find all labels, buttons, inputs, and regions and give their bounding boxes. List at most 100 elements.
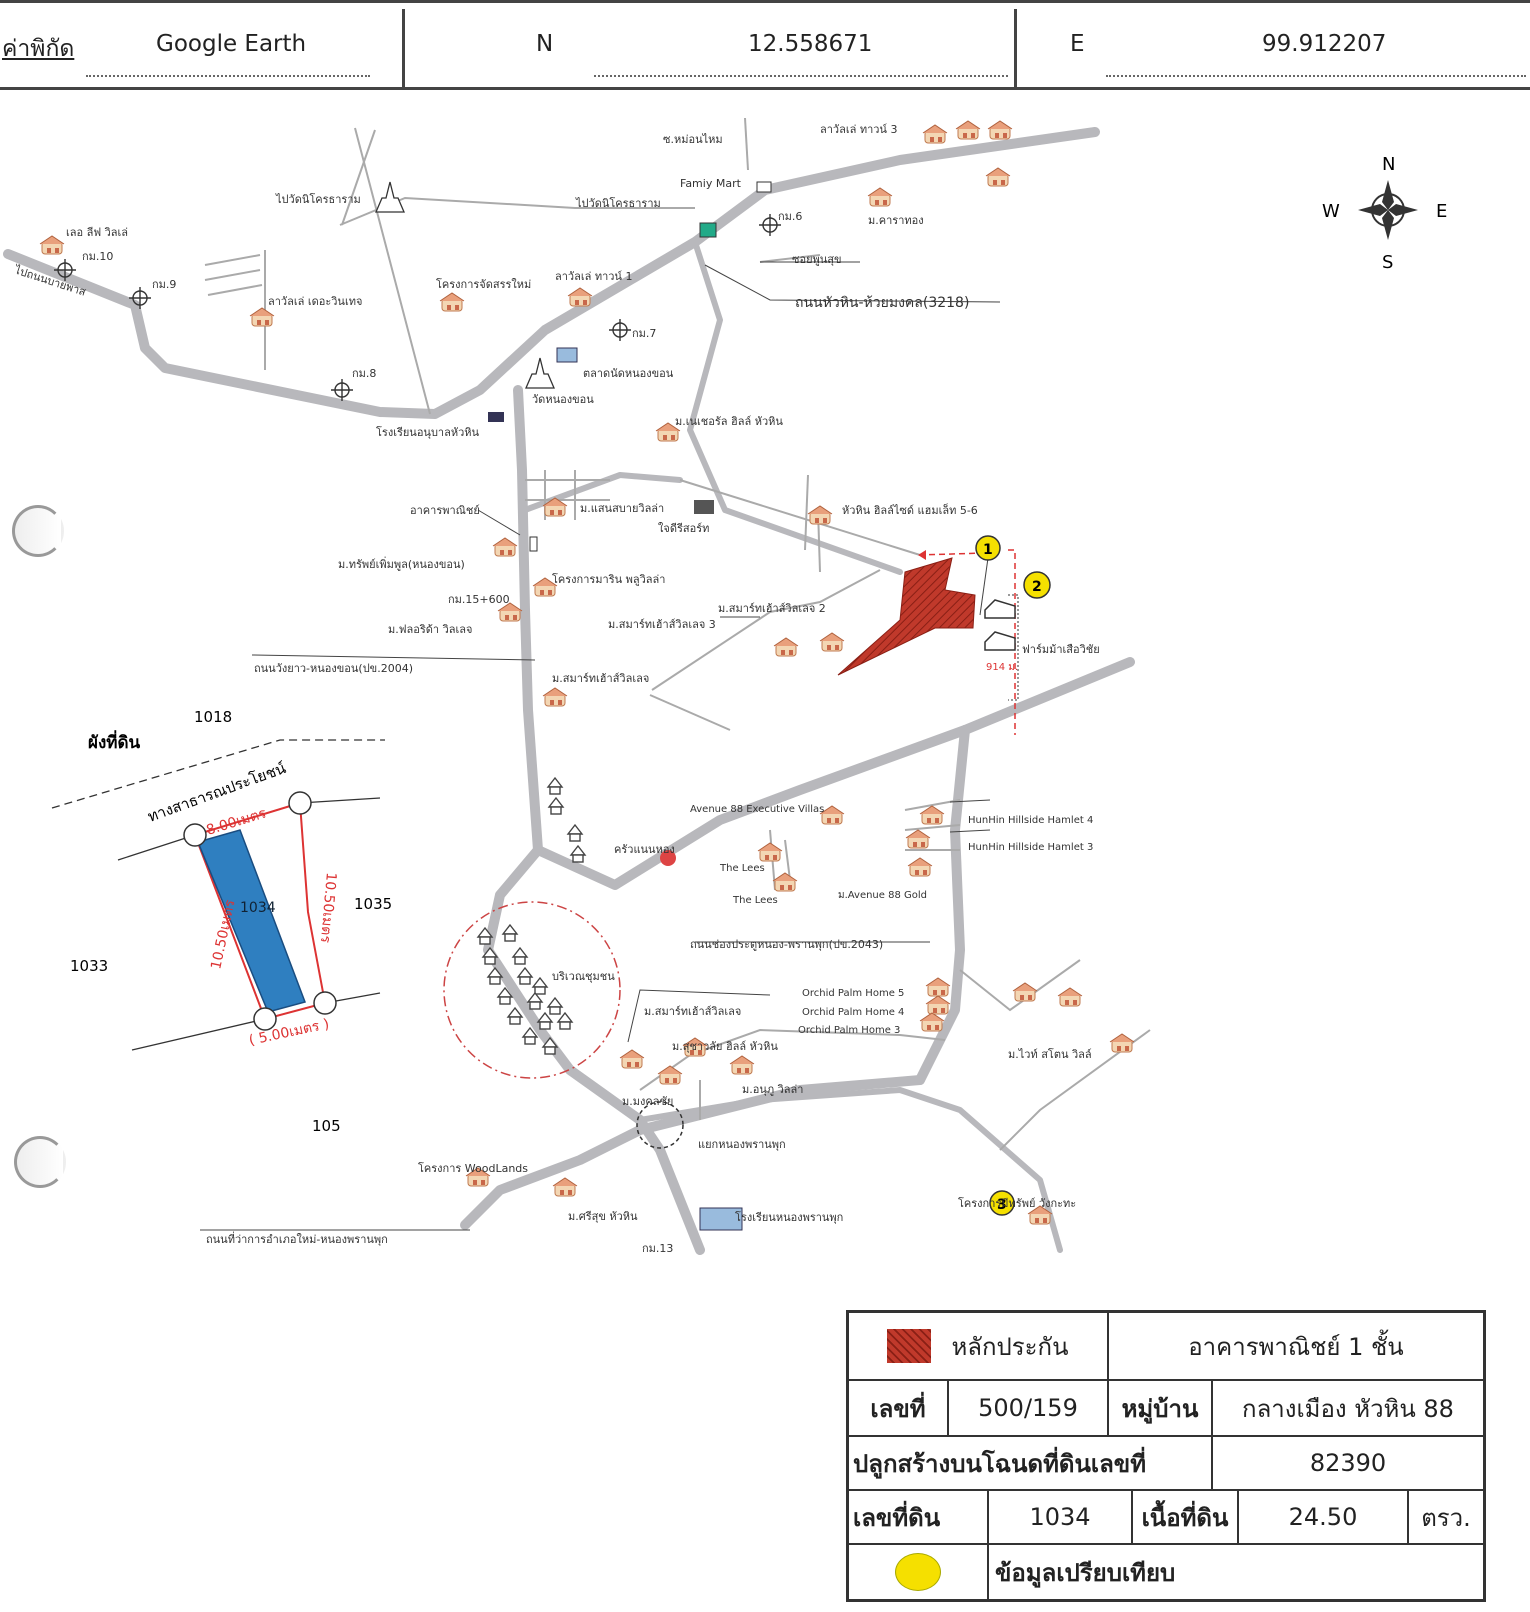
restaurant-icon bbox=[660, 850, 676, 866]
resort-icon bbox=[694, 500, 714, 514]
lane bbox=[649, 694, 731, 731]
label-marin: โครงการมาริน พลูวิลล่า bbox=[552, 572, 665, 586]
label-km6: กม.6 bbox=[778, 210, 802, 223]
shop-icon bbox=[756, 181, 772, 193]
leader-line bbox=[949, 829, 991, 833]
label-misap: โครงการมีทรัพย์ วังกะทะ bbox=[958, 1196, 1076, 1210]
marker-1: 1 bbox=[975, 535, 1001, 561]
plot-neighbor-1035: 1035 bbox=[354, 895, 392, 913]
label-avenue-gold: ม.Avenue 88 Gold bbox=[838, 890, 927, 901]
label-smart-b: ม.สมาร์ทเฮ้าส์วิลเลจ bbox=[644, 1005, 741, 1018]
temple-icon bbox=[525, 357, 555, 389]
label-laval-house3: ลาวัลเล่ ทาวน์ 3 bbox=[820, 123, 897, 136]
road-loop bbox=[687, 239, 903, 575]
collateral-label: หลักประกัน bbox=[951, 1332, 1069, 1361]
coord-source: Google Earth bbox=[156, 31, 307, 57]
lane bbox=[999, 1029, 1151, 1151]
label-le-leaf: เลอ ลีฟ วิลเล่ bbox=[66, 226, 128, 239]
label-road-2004: ถนนวังยาว-หนองขอน(ปข.2004) bbox=[254, 662, 413, 675]
label-pa-khao-2: ไปวัดนิโครธาราม bbox=[575, 196, 661, 210]
label-km13: กม.13 bbox=[642, 1242, 673, 1255]
arrow-head bbox=[918, 550, 926, 560]
school-flag-icon bbox=[488, 412, 504, 422]
building-type: อาคารพาณิชย์ 1 ชั้น bbox=[1109, 1313, 1483, 1381]
distance-label: 914 ม. bbox=[986, 662, 1018, 673]
leader-line bbox=[251, 654, 536, 661]
community-circle bbox=[443, 901, 621, 1079]
lane bbox=[804, 474, 809, 551]
label-avenue88: Avenue 88 Executive Villas bbox=[690, 804, 824, 815]
lane bbox=[959, 959, 1081, 1012]
road-2004 bbox=[522, 472, 683, 513]
compass-n: N bbox=[1382, 154, 1395, 175]
compass-s: S bbox=[1382, 252, 1393, 273]
label-florida: ม.ฟลอริด้า วิลเลจ bbox=[388, 623, 472, 636]
leader-line bbox=[477, 509, 521, 536]
plot-corner bbox=[313, 991, 337, 1015]
label-road-3218: ถนนหัวหิน-ห้วยมงคล(3218) bbox=[795, 295, 969, 311]
label-km7: กม.7 bbox=[632, 327, 656, 340]
deed-label: ปลูกสร้างบนโฉนดที่ดินเลขที่ bbox=[849, 1437, 1213, 1491]
lane bbox=[341, 129, 376, 226]
legend-collateral-cell: หลักประกัน bbox=[849, 1313, 1109, 1381]
label-market: ตลาดนัดหนองขอน bbox=[583, 367, 674, 380]
lane bbox=[339, 196, 695, 226]
plot-title: ผังที่ดิน bbox=[88, 730, 141, 753]
label-km8: กม.8 bbox=[352, 367, 376, 380]
land-no-label: เลขที่ดิน bbox=[849, 1491, 989, 1545]
label-m-anu: ม.อนุภู วิลล่า bbox=[742, 1083, 803, 1096]
east-value: 99.912207 bbox=[1262, 31, 1387, 57]
dotted-line bbox=[594, 75, 1008, 77]
lane bbox=[759, 254, 821, 263]
label-the-lees-1: The Lees bbox=[719, 863, 765, 874]
plot-corner bbox=[183, 823, 207, 847]
building-icon bbox=[529, 536, 538, 552]
label-hamlet3: HunHin Hillside Hamlet 3 bbox=[968, 842, 1093, 853]
plot-left-length: 10.50เมตร bbox=[208, 898, 238, 971]
label-orchid5: Orchid Palm Home 5 bbox=[802, 988, 904, 999]
east-label: E bbox=[1070, 31, 1085, 57]
farm-building-icons bbox=[984, 599, 1016, 651]
village-value: กลางเมือง หัวหิน 88 bbox=[1213, 1381, 1483, 1437]
svg-text:2: 2 bbox=[1032, 579, 1042, 595]
svg-text:1: 1 bbox=[983, 542, 993, 558]
lane bbox=[204, 254, 263, 296]
plot-neighbor-1033: 1033 bbox=[70, 957, 108, 975]
collateral-swatch bbox=[887, 1329, 932, 1363]
label-junction: แยกหนองพรานพุก bbox=[698, 1138, 786, 1151]
leader-line bbox=[704, 264, 1001, 303]
lane bbox=[651, 569, 881, 691]
label-hillside56: หัวหิน ฮิลล์ไซด์ แฮมเล็ท 5-6 bbox=[842, 503, 978, 517]
compare-swatch-cell bbox=[849, 1545, 989, 1599]
svg-text:3: 3 bbox=[997, 1197, 1007, 1213]
farm-boundary bbox=[1008, 594, 1019, 701]
coord-label: ค่าพิกัด bbox=[2, 36, 75, 62]
label-community: บริเวณชุมชน bbox=[552, 970, 615, 983]
label-m-saensabai: ม.แสนสบายวิลล่า bbox=[580, 502, 664, 515]
compare-label: ข้อมูลเปรียบเทียบ bbox=[995, 1558, 1176, 1587]
label-farm: ฟาร์มม้าเสือวิชัย bbox=[1022, 643, 1100, 656]
legend-table: หลักประกัน อาคารพาณิชย์ 1 ชั้น เลขที่ 50… bbox=[846, 1310, 1486, 1602]
label-soi-poonsuk: ซอยพูนสุข bbox=[792, 253, 842, 266]
label-pa-khao: ไปวัดนิโครธาราม bbox=[275, 192, 361, 206]
punch-hole bbox=[14, 1136, 66, 1188]
plot-diagram: ผังที่ดิน 1018 ทางสาธารณประโยชน์ 8.00เมต… bbox=[51, 708, 392, 1135]
label-m-chalai: ม.สุชาวลัย ฮิลล์ หัวหิน bbox=[672, 1040, 778, 1053]
school-icon bbox=[699, 1207, 743, 1231]
label-orchid3: Orchid Palm Home 3 bbox=[798, 1025, 900, 1036]
plot-boundary-dashed bbox=[51, 739, 385, 809]
leader-line bbox=[949, 799, 991, 803]
plot-corner bbox=[253, 1007, 277, 1031]
plot-outline bbox=[193, 801, 327, 1021]
label-m-srisuk: ม.ศรีสุข หัวหิน bbox=[568, 1210, 638, 1223]
label-m-mongkol: ม.มงคลชัย bbox=[622, 1095, 673, 1108]
north-label: N bbox=[536, 31, 554, 57]
junction-circle bbox=[636, 1101, 684, 1149]
label-white-stone: ม.ไวท์ สโตน วิลล์ bbox=[1008, 1047, 1092, 1061]
label-hamlet4: HunHin Hillside Hamlet 4 bbox=[968, 815, 1093, 826]
header-divider bbox=[1014, 9, 1017, 89]
label-m-kanthong: ม.คาราทอง bbox=[868, 214, 924, 227]
label-road-amphoe: ถนนที่ว่าการอำเภอใหม่-หนองพรานพุก bbox=[206, 1231, 388, 1246]
label-family-mart: Famiy Mart bbox=[680, 177, 742, 190]
label-project-new: โครงการจัดสรรใหม่ bbox=[436, 277, 531, 291]
